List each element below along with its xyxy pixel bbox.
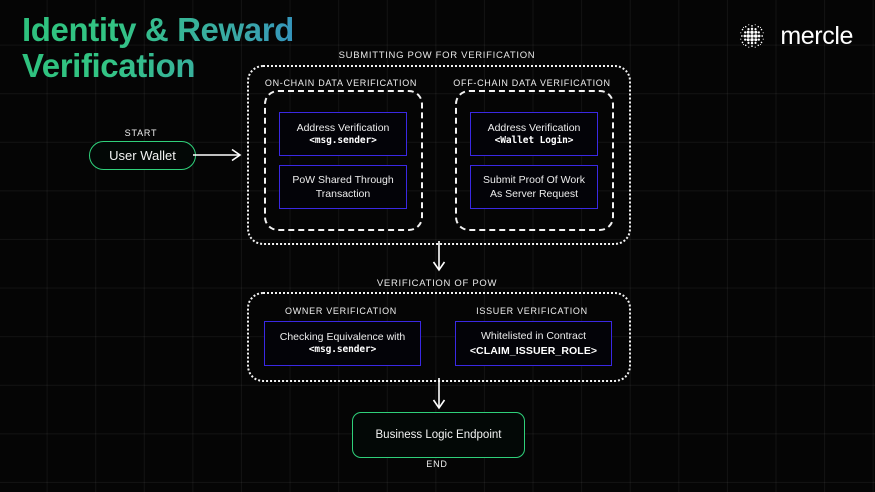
arrow-submitting-pow-to-verification — [432, 241, 446, 272]
group-label-on-chain: ON-CHAIN DATA VERIFICATION — [264, 78, 418, 88]
section-label-submitting-pow: SUBMITTING POW FOR VERIFICATION — [338, 50, 536, 61]
box-line-1: PoW Shared Through — [292, 173, 394, 186]
box-line-2: <msg.sender> — [309, 134, 377, 146]
arrow-start-to-submitting-pow — [193, 148, 242, 162]
box-line-2: <CLAIM_ISSUER_ROLE> — [469, 344, 598, 357]
box-line-1: Whitelisted in Contract — [480, 330, 587, 343]
box-line-2: <msg.sender> — [308, 344, 377, 356]
arrow-verification-to-endpoint — [432, 378, 446, 410]
box-issuer-whitelisted-in-contract[interactable]: Whitelisted in Contract <CLAIM_ISSUER_RO… — [455, 321, 612, 366]
node-user-wallet[interactable]: User Wallet — [89, 141, 196, 170]
group-off-chain — [455, 90, 614, 231]
node-business-logic-endpoint[interactable]: Business Logic Endpoint — [352, 412, 525, 458]
group-label-issuer-verification: ISSUER VERIFICATION — [476, 306, 588, 316]
section-label-verification-of-pow: VERIFICATION OF POW — [376, 278, 498, 289]
box-on-chain-address-verification[interactable]: Address Verification <msg.sender> — [279, 112, 407, 156]
brand-name: mercle — [780, 21, 853, 50]
box-on-chain-pow-shared[interactable]: PoW Shared Through Transaction — [279, 165, 407, 209]
end-label: END — [426, 459, 448, 469]
box-line-2: As Server Request — [489, 188, 579, 200]
mercle-halftone-dots-icon — [740, 24, 765, 48]
brand-logo: mercle — [733, 17, 853, 55]
group-label-owner-verification: OWNER VERIFICATION — [285, 306, 397, 316]
box-line-1: Address Verification — [296, 121, 390, 134]
page-title: Identity & Reward Verification — [22, 12, 442, 83]
start-label: START — [124, 128, 158, 138]
box-off-chain-submit-proof[interactable]: Submit Proof Of Work As Server Request — [470, 165, 598, 209]
box-line-2: <Wallet Login> — [494, 134, 574, 146]
box-owner-checking-equivalence[interactable]: Checking Equivalence with <msg.sender> — [264, 321, 421, 366]
box-line-1: Checking Equivalence with — [279, 331, 406, 343]
box-line-1: Submit Proof Of Work — [483, 173, 585, 186]
box-line-2: Transaction — [315, 188, 371, 200]
box-line-1: Address Verification — [487, 121, 581, 134]
box-off-chain-address-verification[interactable]: Address Verification <Wallet Login> — [470, 112, 598, 156]
group-label-off-chain: OFF-CHAIN DATA VERIFICATION — [453, 78, 611, 88]
group-on-chain — [264, 90, 423, 231]
